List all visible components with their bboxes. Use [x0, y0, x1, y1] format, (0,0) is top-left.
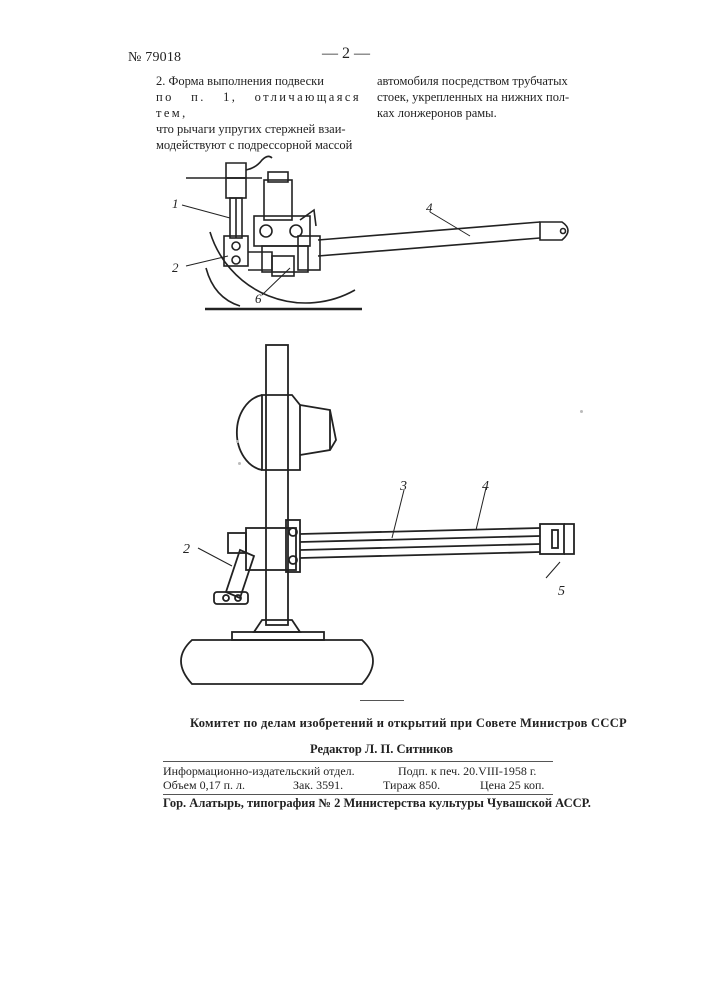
imprint-signed: Подп. к печ. 20.VIII-1958 г. [398, 764, 536, 779]
label-3: 3 [399, 479, 407, 494]
label-1: 1 [172, 196, 179, 211]
divider [163, 794, 553, 795]
label-5: 5 [558, 584, 565, 599]
label-4: 4 [482, 479, 489, 494]
figure-side-view [182, 156, 568, 309]
figure-rear-view [181, 345, 574, 684]
scan-speck [236, 440, 239, 443]
label-4: 4 [426, 200, 433, 215]
scan-speck [238, 462, 241, 465]
editor-line: Редактор Л. П. Ситников [310, 742, 453, 757]
imprint-order: Зак. 3591. [293, 778, 343, 793]
divider [360, 700, 404, 701]
imprint-volume: Объем 0,17 п. л. [163, 778, 245, 793]
label-6: 6 [255, 291, 262, 306]
scan-speck [580, 410, 583, 413]
divider [163, 761, 553, 762]
imprint-print-run: Тираж 850. [383, 778, 440, 793]
printer-line: Гор. Алатырь, типография № 2 Министерств… [163, 796, 591, 811]
label-2: 2 [183, 542, 190, 557]
imprint-price: Цена 25 коп. [480, 778, 544, 793]
technical-drawings: 1 2 6 4 [0, 0, 707, 700]
imprint-dept: Информационно-издательский отдел. [163, 764, 355, 779]
committee-line: Комитет по делам изобретений и открытий … [190, 716, 627, 731]
label-2: 2 [172, 260, 179, 275]
